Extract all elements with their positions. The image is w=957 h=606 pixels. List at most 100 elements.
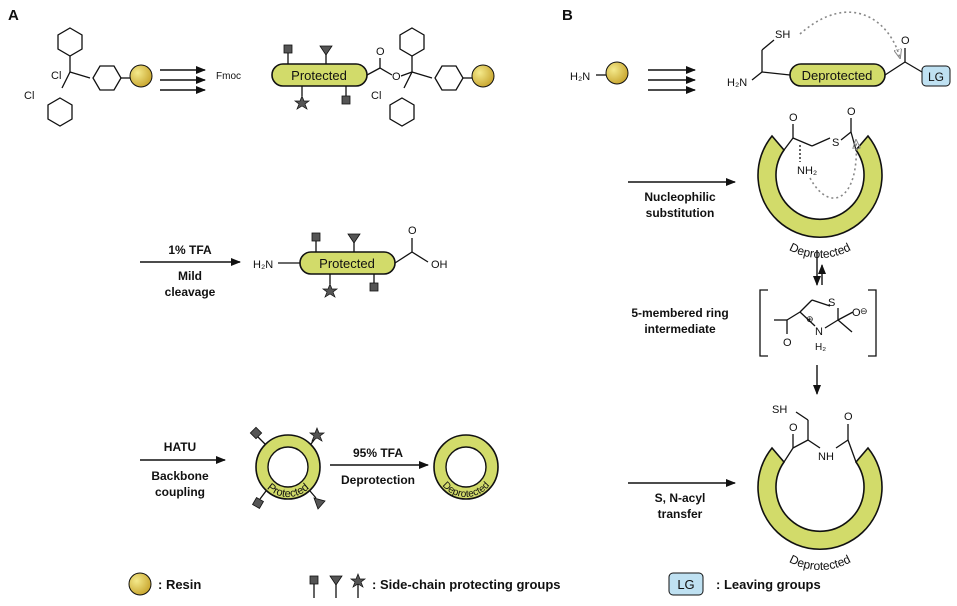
int-o-minus-label: O <box>852 307 861 319</box>
ester-phenyl-top <box>399 27 425 57</box>
backbone-label: Backbone <box>151 469 209 483</box>
mild-label: Mild <box>178 269 202 283</box>
int-o-label: O <box>783 337 792 349</box>
hatu-label: HATU <box>164 440 196 454</box>
intramolecular-attack-dotted <box>809 140 856 199</box>
linear-deprotected-peptide-lg: H₂N SH Deprotected O LG <box>727 11 951 89</box>
equilibrium-arrow <box>813 250 826 286</box>
legend-protecting-label: : Side-chain protecting groups <box>372 577 561 592</box>
s-atom-label: S <box>832 137 839 149</box>
multistep-arrows-a <box>160 66 206 94</box>
intermediate-labels: 5-membered ring intermediate <box>631 306 728 336</box>
sn-acyl-transfer-step: S, N-acyl transfer <box>628 479 736 521</box>
multistep-arrows-b <box>648 66 696 94</box>
intermediate-label: intermediate <box>644 322 716 336</box>
fmoc-protected-peptide-resin: Fmoc Protected O O Cl <box>216 27 495 127</box>
five-membered-label: 5-membered ring <box>631 306 728 320</box>
ester-phenyl-linker <box>434 65 464 91</box>
thioester-macrocycle: Deprotected O NH₂ S O <box>757 106 883 261</box>
panel-label-b: B <box>562 7 573 24</box>
sh-label: SH <box>775 29 790 41</box>
thioester-ring-label: Deprotected <box>787 240 852 261</box>
carbonyl-o-label: O <box>901 35 910 47</box>
prod-nh: NH <box>818 451 834 463</box>
phenyl-ring-linker <box>92 65 122 91</box>
acid-oh: OH <box>431 259 448 271</box>
triangle-group-icon <box>329 575 343 586</box>
thioester-ring <box>757 134 883 238</box>
phenyl-ring-top <box>57 27 83 57</box>
acid-o: O <box>408 225 417 237</box>
nucleophilic-substitution-step: Nucleophilic substitution <box>628 178 736 220</box>
cl-atom-ring: Cl <box>24 90 34 102</box>
lg-label: LG <box>928 70 944 84</box>
legend-resin-icon <box>128 572 152 596</box>
legend: : Resin : Side-chain protecting groups L… <box>128 572 821 598</box>
h2n-label: H₂N <box>727 77 747 89</box>
cleavage-label: cleavage <box>165 285 216 299</box>
ester-chlorophenyl <box>389 97 415 127</box>
resin-bead-b <box>605 61 629 85</box>
thioester-o1: O <box>789 112 798 124</box>
deprotected-label-b: Deprotected <box>802 68 873 83</box>
ester-cl-atom: Cl <box>371 90 381 102</box>
cyclic-protected-label: Protected <box>265 481 311 500</box>
attack-arrow-dotted <box>799 11 900 58</box>
legend-resin-label: : Resin <box>158 577 201 592</box>
tfa-1-label: 1% TFA <box>168 243 212 257</box>
lg-box <box>921 65 951 87</box>
thioester-o2: O <box>847 106 856 118</box>
nh2-label: NH₂ <box>797 165 817 177</box>
legend-lg-text: LG <box>677 577 694 592</box>
coupling-label: coupling <box>155 485 205 499</box>
amide-macrocycle: Deprotected O SH NH O <box>757 404 883 573</box>
int-h2-label: H₂ <box>815 342 826 353</box>
cl-atom: Cl <box>51 70 61 82</box>
star-group-icon <box>349 573 367 588</box>
cyclic-protected-peptide: Protected <box>249 426 326 510</box>
cyclic-deprotected-label: Deprotected <box>440 480 492 500</box>
trityl-chloride-resin: Cl Cl <box>24 27 153 127</box>
protected-acid-label: Protected <box>319 256 375 271</box>
resin-amine-label: H₂N <box>570 71 590 83</box>
prod-o1: O <box>789 422 798 434</box>
chlorophenyl-ring <box>47 97 73 127</box>
ester-carbonyl-o: O <box>376 46 385 58</box>
svg-text:Deprotected: Deprotected <box>440 480 492 500</box>
int-plus: ⊕ <box>806 314 814 324</box>
sn-acyl-label: S, N-acyl <box>655 491 706 505</box>
tfa-95-label: 95% TFA <box>353 446 403 460</box>
fmoc-label: Fmoc <box>216 71 241 82</box>
int-n-label: N <box>815 326 823 338</box>
ester-oxygen: O <box>392 71 401 83</box>
protected-label: Protected <box>291 68 347 83</box>
backbone-coupling-step: HATU Backbone coupling <box>140 440 226 499</box>
substitution-label: substitution <box>646 206 715 220</box>
tetrahedral-intermediate: O S N ⊕ H₂ O ⊖ <box>759 289 877 357</box>
deprotection-step: 95% TFA Deprotection <box>330 446 429 487</box>
int-minus: ⊖ <box>860 306 868 316</box>
square-group-icon <box>309 575 319 585</box>
prod-o2: O <box>844 411 853 423</box>
nucleophilic-label: Nucleophilic <box>644 190 716 204</box>
transfer-label: transfer <box>658 507 703 521</box>
legend-lg-box <box>668 572 704 596</box>
cyclic-deprotected-peptide: Deprotected <box>433 434 499 500</box>
int-s-label: S <box>828 297 835 309</box>
legend-leaving-label: : Leaving groups <box>716 577 821 592</box>
amine-label: H₂N <box>253 259 273 271</box>
panel-label-a: A <box>8 7 19 24</box>
prod-sh: SH <box>772 404 787 416</box>
amide-ring <box>757 446 883 550</box>
svg-text:Deprotected: Deprotected <box>787 240 852 261</box>
resin-bead-2 <box>471 64 495 88</box>
mild-cleavage-step: 1% TFA Mild cleavage <box>140 243 241 299</box>
amide-ring-label: Deprotected <box>787 552 852 573</box>
deprotection-label: Deprotection <box>341 473 415 487</box>
svg-text:Deprotected: Deprotected <box>787 552 852 573</box>
resin-bead <box>129 64 153 88</box>
svg-text:Protected: Protected <box>265 481 311 500</box>
protected-peptide-acid: H₂N Protected O OH <box>253 225 448 298</box>
resin-amine: H₂N <box>570 61 629 85</box>
